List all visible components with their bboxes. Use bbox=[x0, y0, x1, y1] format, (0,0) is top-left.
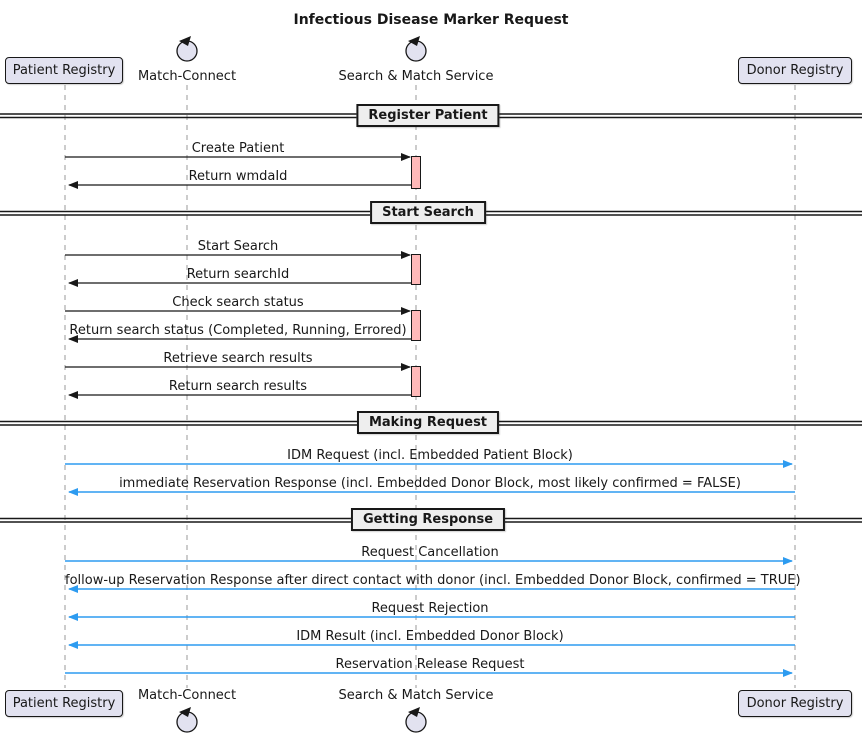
divider-getting-response: Getting Response bbox=[350, 508, 506, 531]
message-create-patient: Create Patient bbox=[191, 141, 285, 156]
participant-label: Donor Registry bbox=[746, 63, 844, 78]
control-icon bbox=[176, 707, 198, 733]
activation-bar-retrieve-results bbox=[411, 366, 421, 397]
participant-donor-registry-bottom: Donor Registry bbox=[738, 690, 852, 717]
message-return-searchid: Return searchId bbox=[186, 267, 290, 282]
control-icon-match-connect-top bbox=[174, 34, 200, 62]
control-icon-search-match-bottom bbox=[403, 705, 429, 733]
participant-label: Donor Registry bbox=[746, 696, 844, 711]
activation-bar-check-status bbox=[411, 310, 421, 341]
participant-label: Patient Registry bbox=[12, 63, 116, 78]
message-check-search-status: Check search status bbox=[172, 295, 304, 310]
activation-bar-start-search bbox=[411, 254, 421, 285]
divider-start-search: Start Search bbox=[370, 201, 486, 224]
message-return-wmdaid: Return wmdaId bbox=[188, 169, 288, 184]
participant-search-match-service-top: Search & Match Service bbox=[338, 69, 494, 84]
message-retrieve-search-results: Retrieve search results bbox=[163, 351, 313, 366]
participant-patient-registry-bottom: Patient Registry bbox=[5, 690, 123, 717]
message-idm-request: IDM Request (incl. Embedded Patient Bloc… bbox=[287, 448, 573, 463]
blue-arrows bbox=[65, 460, 795, 677]
control-icon-search-match-top bbox=[403, 34, 429, 62]
message-start-search: Start Search bbox=[197, 239, 279, 254]
activation-bar-register bbox=[411, 156, 421, 189]
control-icon-match-connect-bottom bbox=[174, 705, 200, 733]
message-reservation-release-request: Reservation Release Request bbox=[335, 657, 525, 672]
message-followup-reservation-response: follow-up Reservation Response after dir… bbox=[65, 573, 801, 588]
divider-register-patient: Register Patient bbox=[356, 104, 500, 127]
message-idm-result: IDM Result (incl. Embedded Donor Block) bbox=[296, 629, 564, 644]
message-immediate-reservation-response: immediate Reservation Response (incl. Em… bbox=[119, 476, 741, 491]
control-icon bbox=[405, 36, 427, 62]
participant-patient-registry-top: Patient Registry bbox=[5, 57, 123, 84]
participant-search-match-service-bottom: Search & Match Service bbox=[338, 688, 494, 703]
diagram-title: Infectious Disease Marker Request bbox=[293, 12, 569, 28]
participant-match-connect-bottom: Match-Connect bbox=[137, 688, 237, 703]
control-icon bbox=[405, 707, 427, 733]
control-icon bbox=[176, 36, 198, 62]
participant-match-connect-top: Match-Connect bbox=[137, 69, 237, 84]
message-request-rejection: Request Rejection bbox=[371, 601, 489, 616]
participant-label: Patient Registry bbox=[12, 696, 116, 711]
black-arrows bbox=[65, 153, 411, 399]
participant-donor-registry-top: Donor Registry bbox=[738, 57, 852, 84]
message-return-search-status: Return search status (Completed, Running… bbox=[69, 323, 407, 338]
message-return-search-results: Return search results bbox=[168, 379, 308, 394]
divider-making-request: Making Request bbox=[356, 411, 500, 434]
message-request-cancellation: Request Cancellation bbox=[361, 545, 499, 560]
